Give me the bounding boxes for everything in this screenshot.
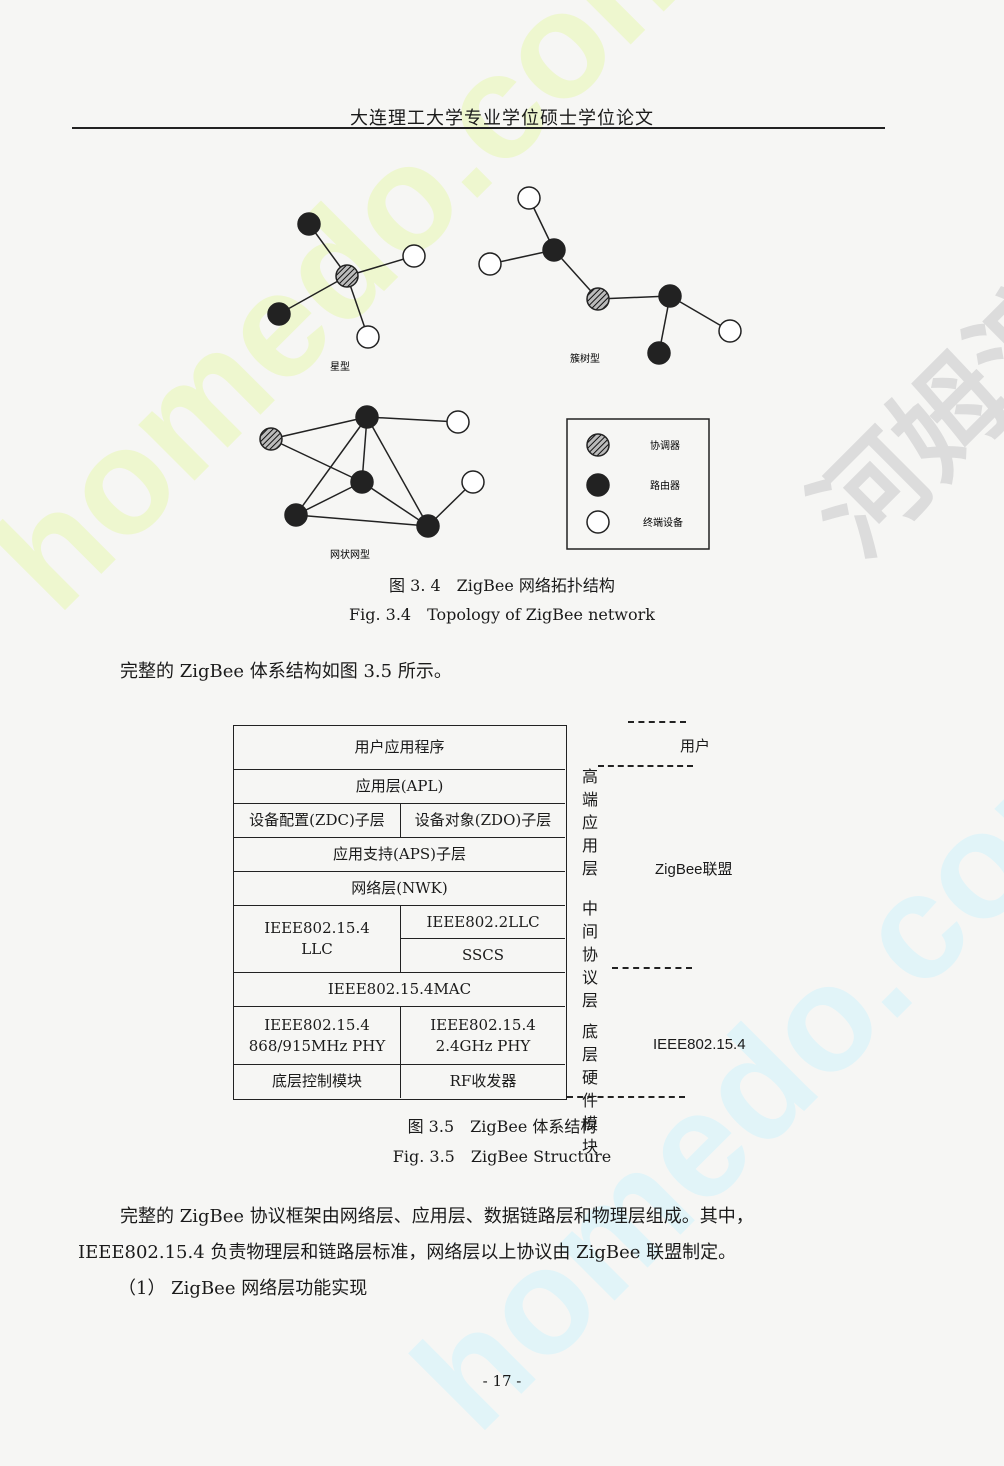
router-node <box>267 302 291 326</box>
group-high-2: 应用 <box>581 813 598 855</box>
llc154-line1: IEEE802.15.4 <box>264 919 370 937</box>
legend-coordinator-label: 协调器 <box>650 439 680 452</box>
end-device-node <box>356 325 380 349</box>
intro-paragraph: 完整的 ZigBee 体系结构如图 3.5 所示。 <box>120 661 452 682</box>
row-ctrl: 底层控制模块 <box>234 1064 400 1098</box>
fig35-caption-cn: 图 3.5 ZigBee 体系结构 <box>407 1117 597 1136</box>
body-line-2: IEEE802.15.4 负责物理层和链路层标准，网络层以上协议由 ZigBee… <box>78 1242 737 1263</box>
router-node <box>297 212 321 236</box>
row-llc22: IEEE802.2LLC <box>400 905 565 938</box>
topology-figure: 协调器 路由器 终端设备 星型 簇树型 网状网型 <box>259 186 742 561</box>
router-node <box>284 503 308 527</box>
group-high-3: 层 <box>581 859 598 878</box>
star-label: 星型 <box>330 360 350 373</box>
legend-box <box>566 418 710 550</box>
coordinator-node <box>586 287 610 311</box>
fig34-caption-en: Fig. 3.4 Topology of ZigBee network <box>349 605 655 624</box>
router-node <box>416 514 440 538</box>
end-device-node <box>718 319 742 343</box>
llc154-line2: LLC <box>301 940 333 958</box>
fig34-caption-cn: 图 3. 4 ZigBee 网络拓扑结构 <box>389 576 615 595</box>
row-nwk: 网络层(NWK) <box>234 871 565 905</box>
group-mid-2: 协议 <box>581 945 598 987</box>
row-rf: RF收发器 <box>400 1064 565 1098</box>
coordinator-node <box>259 427 283 451</box>
legend-end-device-icon <box>586 510 610 534</box>
phy24-line1: IEEE802.15.4 <box>430 1015 536 1034</box>
legend-router-icon <box>586 473 610 497</box>
running-header: 大连理工大学专业学位硕士学位论文 <box>350 108 654 129</box>
group-mid: 中间 协议 层 <box>578 897 602 1012</box>
row-sscs: SSCS <box>400 938 565 972</box>
router-node <box>647 341 671 365</box>
phy868-line2: 868/915MHz PHY <box>248 1036 386 1055</box>
row-mac: IEEE802.15.4MAC <box>234 972 565 1006</box>
dash-top <box>628 721 686 723</box>
router-node <box>542 238 566 262</box>
tree-label: 簇树型 <box>570 352 600 365</box>
row-zdo: 设备对象(ZDO)子层 <box>400 803 565 837</box>
row-phy24: IEEE802.15.4 2.4GHz PHY <box>400 1006 565 1064</box>
row-zdc: 设备配置(ZDC)子层 <box>234 803 400 837</box>
end-device-node <box>478 252 502 276</box>
group-mid-1: 中间 <box>581 899 598 941</box>
coordinator-node <box>335 264 359 288</box>
phy24-line2: 2.4GHz PHY <box>435 1036 531 1055</box>
group-low-1: 底层 <box>581 1022 598 1064</box>
legend-coordinator-icon <box>586 433 610 457</box>
end-device-node <box>446 410 470 434</box>
body-line-1: 完整的 ZigBee 协议框架由网络层、应用层、数据链路层和物理层组成。其中， <box>120 1206 754 1227</box>
side-alliance: ZigBee联盟 <box>655 861 733 878</box>
row-user-app: 用户应用程序 <box>354 738 445 756</box>
side-user: 用户 <box>680 738 711 755</box>
legend-router-label: 路由器 <box>650 479 680 492</box>
dash-user <box>598 765 693 767</box>
mesh-label: 网状网型 <box>330 548 370 561</box>
section-item-1: （1） ZigBee 网络层功能实现 <box>118 1278 368 1299</box>
dash-bottom <box>567 1096 685 1098</box>
dash-mid <box>612 967 692 969</box>
group-low-3: 模块 <box>581 1114 598 1156</box>
fig35-caption-en: Fig. 3.5 ZigBee Structure <box>392 1147 612 1166</box>
side-ieee: IEEE802.15.4 <box>653 1036 746 1053</box>
group-high: 高端 应用 层 <box>578 765 602 880</box>
router-node <box>658 284 682 308</box>
end-device-node <box>461 470 485 494</box>
group-low-2: 硬件 <box>581 1068 598 1110</box>
header-rule <box>72 127 885 129</box>
group-low: 底层 硬件 模块 <box>578 1020 602 1158</box>
row-phy868: IEEE802.15.4 868/915MHz PHY <box>234 1006 400 1064</box>
legend-end-device-label: 终端设备 <box>643 516 683 529</box>
end-device-node <box>402 244 426 268</box>
row-apl: 应用层(APL) <box>234 769 565 803</box>
router-node <box>350 470 374 494</box>
router-node <box>355 405 379 429</box>
phy868-line1: IEEE802.15.4 <box>264 1015 370 1034</box>
group-high-1: 高端 <box>581 767 598 809</box>
row-aps: 应用支持(APS)子层 <box>234 837 565 871</box>
page-number: - 17 - <box>482 1372 522 1390</box>
row-llc154: IEEE802.15.4 LLC <box>234 905 400 972</box>
end-device-node <box>517 186 541 210</box>
group-mid-3: 层 <box>581 991 598 1010</box>
zigbee-structure-table: 用户应用程序 应用层(APL) 设备配置(ZDC)子层 设备对象(ZDO)子层 … <box>233 725 567 1100</box>
